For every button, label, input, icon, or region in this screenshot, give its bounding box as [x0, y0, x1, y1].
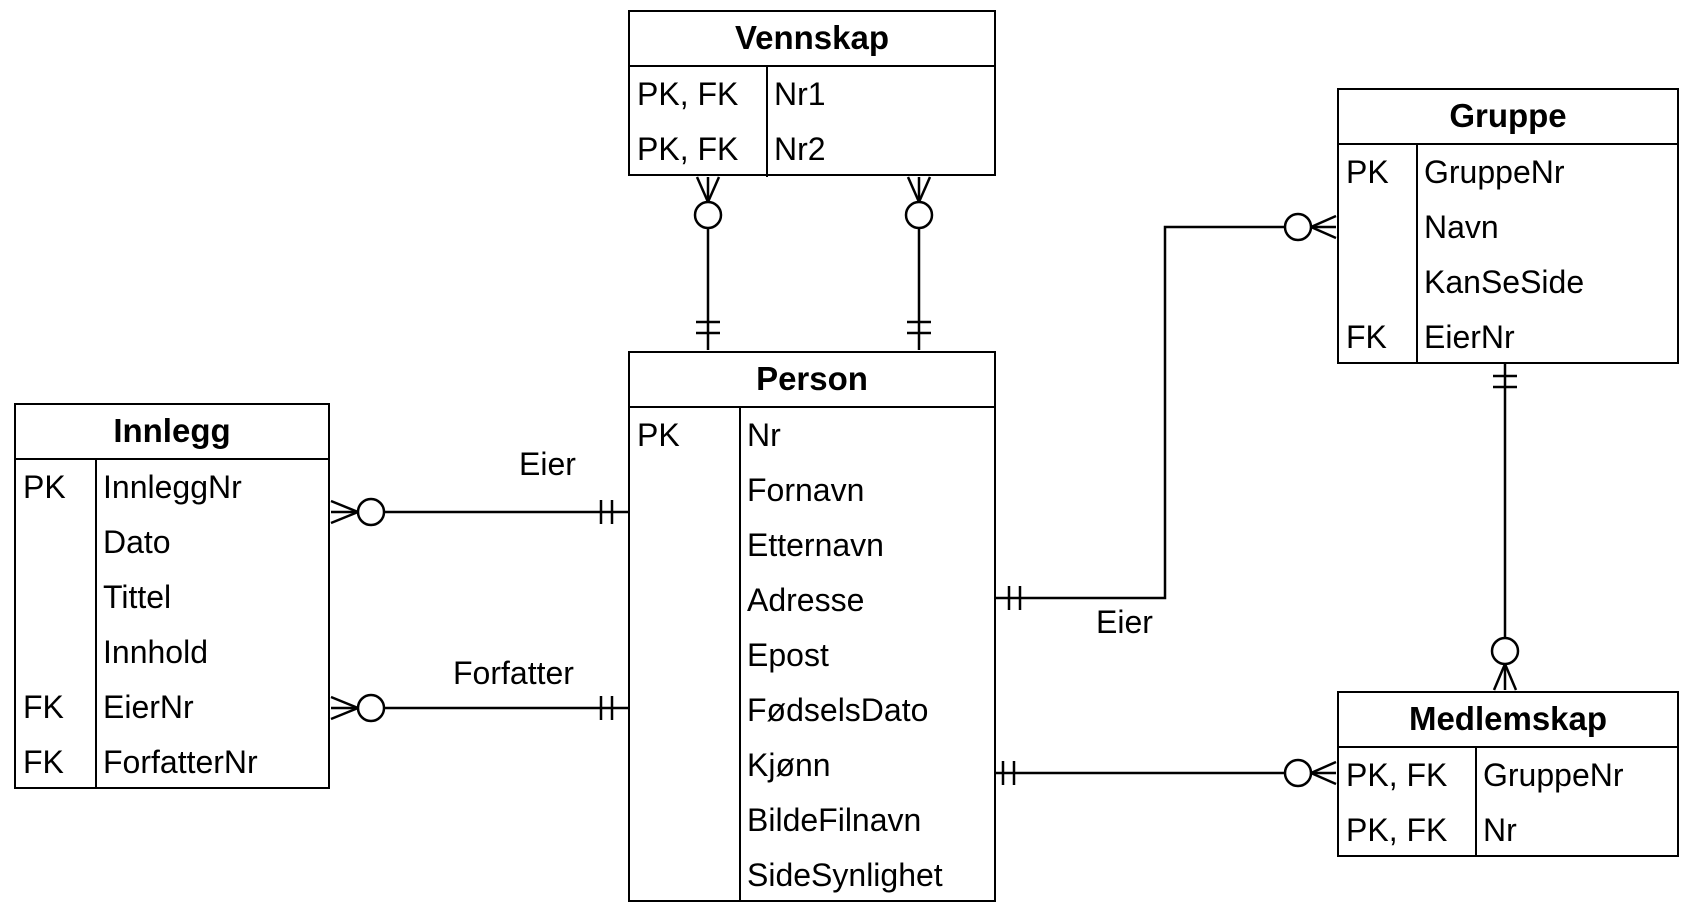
attribute-name: KanSeSide [1424, 264, 1585, 300]
rel-innlegg-eier [330, 497, 629, 527]
rel-person-medlemskap [991, 758, 1337, 788]
attribute-name: GruppeNr [1483, 757, 1624, 793]
attribute-name: Dato [103, 524, 171, 560]
rel-vennskap-nr2-person [904, 176, 934, 350]
attribute-row: Dato [16, 515, 328, 570]
rel-label-innlegg-eier: Eier [519, 446, 576, 482]
column-divider [95, 460, 97, 789]
attribute-name: Nr [747, 417, 781, 453]
attribute-row: Fornavn [630, 463, 994, 518]
entity-gruppe: Gruppe PK GruppeNr Navn KanSeSide FK Eie… [1337, 88, 1679, 364]
attribute-row: Adresse [630, 573, 994, 628]
attribute-row: Innhold [16, 625, 328, 680]
entity-title: Gruppe [1339, 90, 1677, 145]
column-divider [766, 67, 768, 177]
key-label: FK [1346, 319, 1387, 355]
attribute-row: PK, FK Nr2 [630, 122, 994, 177]
key-label: PK [637, 417, 680, 453]
attribute-name: Nr2 [774, 131, 826, 167]
attribute-name: ForfatterNr [103, 744, 258, 780]
attribute-name: Innhold [103, 634, 208, 670]
entity-title: Person [630, 353, 994, 408]
attribute-row: FK EierNr [1339, 310, 1677, 365]
entity-innlegg: Innlegg PK InnleggNr Dato Tittel Innhold… [14, 403, 330, 789]
key-label: FK [23, 689, 64, 725]
attribute-row: FødselsDato [630, 683, 994, 738]
attribute-name: Etternavn [747, 527, 884, 563]
entity-title: Medlemskap [1339, 693, 1677, 748]
attribute-row: PK Nr [630, 408, 994, 463]
rel-gruppe-medlemskap [1490, 364, 1520, 691]
rel-label-innlegg-forfatter: Forfatter [453, 655, 574, 691]
attribute-name: GruppeNr [1424, 154, 1565, 190]
rel-innlegg-forfatter [330, 693, 629, 723]
attribute-name: Tittel [103, 579, 172, 615]
entity-vennskap: Vennskap PK, FK Nr1 PK, FK Nr2 [628, 10, 996, 177]
entity-title: Vennskap [630, 12, 994, 67]
attribute-row: Navn [1339, 200, 1677, 255]
key-label: PK [1346, 154, 1389, 190]
attribute-row: Kjønn [630, 738, 994, 793]
key-label: PK, FK [1346, 757, 1448, 793]
attribute-name: Fornavn [747, 472, 865, 508]
attribute-row: Epost [630, 628, 994, 683]
attribute-row: BildeFilnavn [630, 793, 994, 848]
attribute-row: SideSynlighet [630, 848, 994, 903]
attribute-name: Epost [747, 637, 829, 673]
attribute-row: PK, FK Nr1 [630, 67, 994, 122]
attribute-name: SideSynlighet [747, 857, 943, 893]
attribute-name: EierNr [1424, 319, 1515, 355]
attribute-row: PK, FK GruppeNr [1339, 748, 1677, 803]
attribute-name: EierNr [103, 689, 194, 725]
column-divider [1475, 748, 1477, 857]
key-label: PK, FK [1346, 812, 1448, 848]
attribute-name: FødselsDato [747, 692, 929, 728]
column-divider [1416, 145, 1418, 364]
attribute-row: Tittel [16, 570, 328, 625]
key-label: PK, FK [637, 76, 739, 112]
key-label: PK, FK [637, 131, 739, 167]
entity-person: Person PK Nr Fornavn Etternavn Adresse E… [628, 351, 996, 902]
attribute-row: PK GruppeNr [1339, 145, 1677, 200]
attribute-name: Kjønn [747, 747, 831, 783]
entity-medlemskap: Medlemskap PK, FK GruppeNr PK, FK Nr [1337, 691, 1679, 857]
attribute-row: Etternavn [630, 518, 994, 573]
attribute-row: FK ForfatterNr [16, 735, 328, 790]
key-label: FK [23, 744, 64, 780]
key-label: PK [23, 469, 66, 505]
rel-vennskap-nr1-person [693, 176, 723, 350]
attribute-row: PK, FK Nr [1339, 803, 1677, 858]
attribute-name: BildeFilnavn [747, 802, 922, 838]
attribute-name: Navn [1424, 209, 1499, 245]
attribute-row: PK InnleggNr [16, 460, 328, 515]
rel-gruppe-eier [996, 212, 1337, 610]
attribute-row: KanSeSide [1339, 255, 1677, 310]
rel-label-gruppe-eier: Eier [1096, 604, 1153, 640]
attribute-name: Nr1 [774, 76, 826, 112]
column-divider [739, 408, 741, 902]
entity-title: Innlegg [16, 405, 328, 460]
attribute-name: InnleggNr [103, 469, 242, 505]
attribute-row: FK EierNr [16, 680, 328, 735]
attribute-name: Nr [1483, 812, 1517, 848]
attribute-name: Adresse [747, 582, 865, 618]
